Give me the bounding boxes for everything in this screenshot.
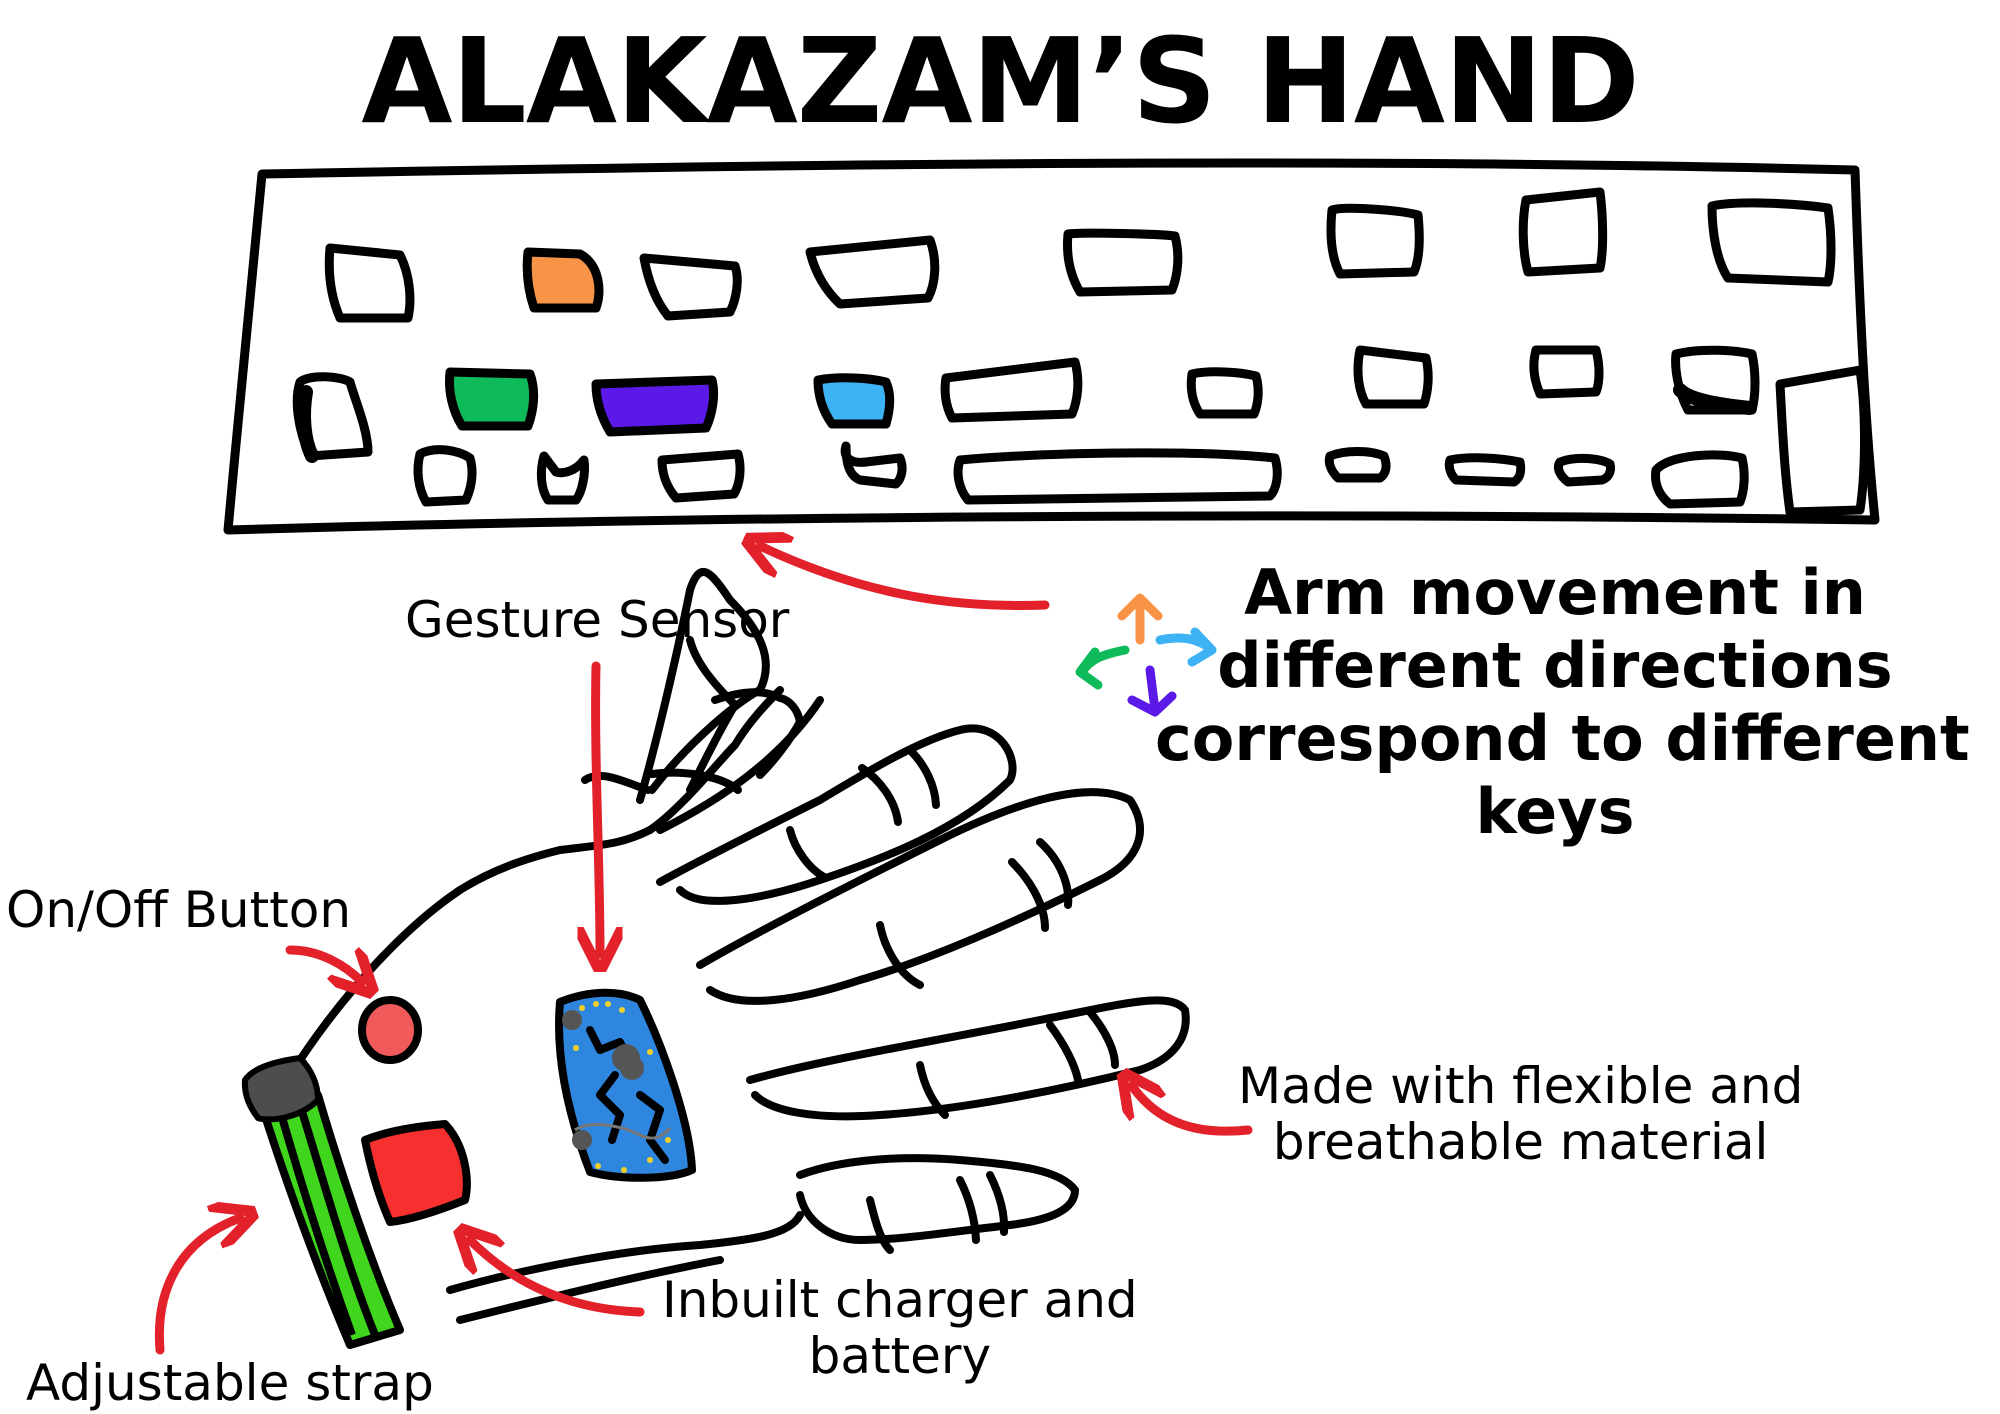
- inbuilt-charger-line-1: Inbuilt charger and: [662, 1271, 1138, 1329]
- key-purple: [591, 375, 719, 437]
- arrow-to-sensor: [596, 661, 600, 954]
- index-finger: [656, 724, 1017, 905]
- on-off-button: [358, 996, 422, 1064]
- middle-finger: [696, 788, 1144, 1005]
- annotation-arrows: [154, 546, 1253, 1355]
- arrow-to-charger: [470, 1240, 645, 1317]
- direction-arrows-icon: [1075, 593, 1217, 717]
- keyboard-outline: [223, 158, 1880, 535]
- label-gesture-sensor: Gesture Sensor: [405, 591, 790, 649]
- arm-movement-line-2: different directions: [1217, 629, 1893, 703]
- charger-battery: [361, 1120, 471, 1226]
- label-inbuilt-charger: Inbuilt charger and battery: [662, 1272, 1138, 1384]
- key-row-2: [292, 345, 1869, 517]
- arrow-to-strap: [154, 1218, 240, 1355]
- thumb-top: [686, 636, 739, 794]
- glove-outline: [296, 686, 824, 1064]
- key-blue: [813, 373, 895, 429]
- inbuilt-charger-line-2: battery: [808, 1327, 992, 1385]
- adjustable-strap: [241, 1054, 404, 1349]
- made-with-line-1: Made with flexible and: [1238, 1057, 1804, 1115]
- label-made-with: Made with flexible and breathable materi…: [1238, 1058, 1803, 1170]
- pinky-finger: [796, 1154, 1079, 1244]
- gesture-sensor-chip: [555, 988, 696, 1182]
- key-green: [445, 367, 539, 431]
- arrow-to-keyboard: [760, 546, 1050, 610]
- strap-cap: [241, 1054, 322, 1123]
- label-on-off-button: On/Off Button: [6, 881, 352, 939]
- arm-movement-line-1: Arm movement in: [1244, 556, 1866, 629]
- made-with-line-2: breathable material: [1272, 1113, 1769, 1171]
- key-row-3: [413, 441, 1749, 509]
- arrow-to-finger: [1132, 1086, 1253, 1136]
- key-row-1: [324, 187, 1836, 323]
- page-title: ALAKAZAM’S HAND: [361, 12, 1640, 150]
- arrow-to-button: [285, 945, 362, 982]
- arm-movement-line-3: correspond to different: [1155, 702, 1970, 776]
- hand-glove: [296, 567, 1190, 1324]
- keyboard: [223, 158, 1880, 535]
- ring-finger: [746, 996, 1190, 1121]
- label-adjustable-strap: Adjustable strap: [26, 1354, 434, 1412]
- arm-movement-line-4: keys: [1475, 775, 1635, 849]
- key-orange: [522, 247, 604, 313]
- label-arm-movement: Arm movement in different directions cor…: [1155, 556, 1970, 849]
